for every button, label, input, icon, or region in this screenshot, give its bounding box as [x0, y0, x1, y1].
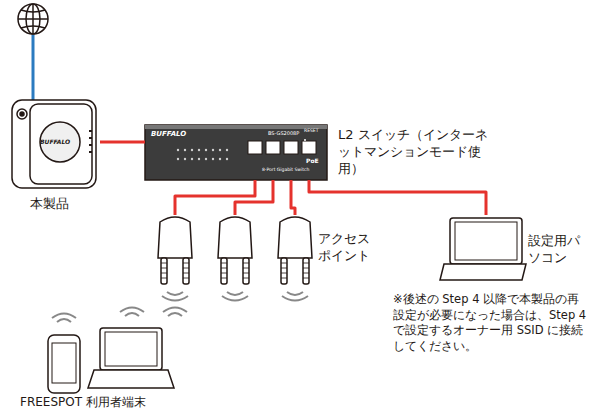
model-name: BS-GS2008P — [268, 131, 299, 137]
led-dot — [177, 149, 179, 151]
internet-line — [32, 35, 35, 100]
switch-device — [145, 125, 327, 180]
device-label: アクセスポイント — [318, 231, 376, 265]
led-dot — [205, 149, 207, 151]
led-dot — [198, 149, 200, 151]
device-node: 設定用パソコン — [440, 215, 590, 285]
wireless-waves — [52, 292, 308, 322]
lan-cable — [291, 180, 295, 215]
led-dot — [205, 158, 207, 160]
led-dot — [184, 149, 186, 151]
access-points — [158, 217, 312, 284]
brand-logo: BUFFALO — [40, 139, 70, 146]
product-name: 8-Port Gigabit Switch — [262, 168, 309, 173]
led-dot — [219, 149, 221, 151]
device-node: 本製品 — [10, 98, 100, 218]
user-devices — [48, 328, 174, 393]
access-point — [158, 217, 192, 284]
led-dot — [184, 158, 186, 160]
led-dot — [212, 158, 214, 160]
device-label: 本製品 — [30, 196, 100, 213]
lan-cable — [309, 180, 486, 215]
internet-globe — [18, 4, 48, 34]
setup-laptop — [440, 218, 526, 280]
brand-logo: BUFFALO — [151, 131, 186, 139]
led-dot — [226, 149, 228, 151]
device-node: FREESPOT 利用者端末 — [20, 305, 180, 417]
led-dot — [212, 149, 214, 151]
access-point — [278, 217, 312, 284]
button-label: RESET — [304, 129, 318, 134]
led-dot — [177, 158, 179, 160]
led-dot — [226, 158, 228, 160]
led-dot — [191, 149, 193, 151]
led-dot — [198, 158, 200, 160]
device-node: アクセスポイント — [150, 215, 380, 300]
device-label: L2 スイッチ（インターネットマンションモード使用） — [338, 127, 490, 178]
device-label: FREESPOT 利用者端末 — [20, 395, 180, 411]
poe-mark: PoE — [306, 158, 319, 165]
router-device — [12, 100, 96, 188]
led-dot — [191, 158, 193, 160]
led-dot — [219, 158, 221, 160]
device-label: 設定用パソコン — [528, 233, 586, 267]
access-point — [218, 217, 252, 284]
lan-cable — [100, 141, 145, 144]
note-text: ※後述の Step 4 以降で本製品の再設定が必要になった場合は、Step 4 … — [393, 292, 591, 354]
lan-cable — [175, 180, 255, 215]
lan-cable — [235, 180, 273, 215]
